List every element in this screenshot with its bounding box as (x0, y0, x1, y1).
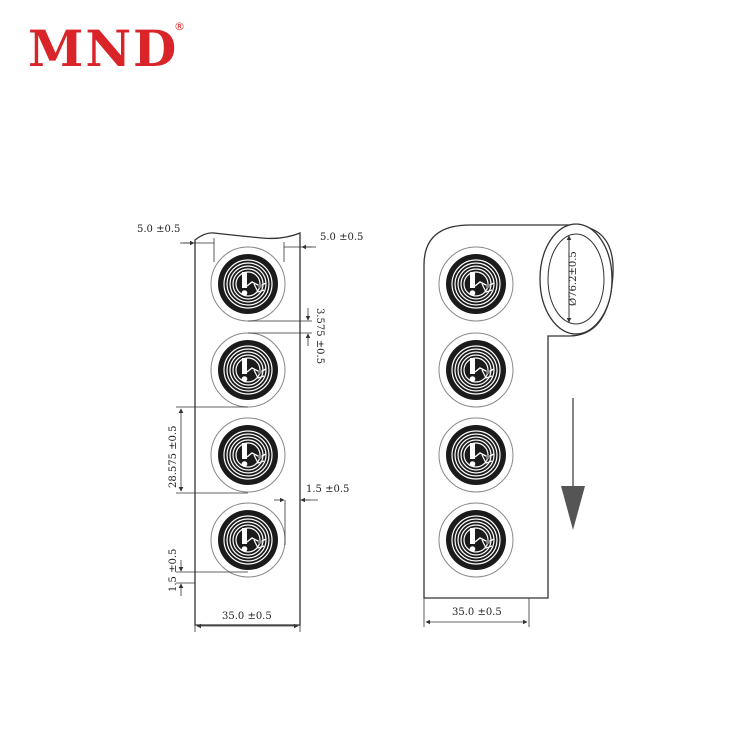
left-edge-dim-label: 5.0 ±0.5 (137, 224, 180, 235)
gap-dimension: 3.575 ±0.5 (248, 308, 325, 364)
feed-direction-arrow-icon (561, 398, 585, 530)
rfid-tag (210, 502, 286, 578)
gap-dim-label: 3.575 ±0.5 (314, 308, 325, 364)
left-tag-strip (194, 232, 301, 626)
right-edge-dim-label: 5.0 ±0.5 (320, 232, 363, 243)
pitch-dimension: 28.575 ±0.5 (168, 406, 248, 494)
rfid-tag (210, 417, 286, 493)
left-width-dimension: 35.0 ±0.5 (194, 611, 301, 632)
right-edge-dimension: 5.0 ±0.5 (283, 232, 363, 262)
side-offset-dimension: 1.5 ±0.5 (274, 484, 349, 545)
pitch-dim-label: 28.575 ±0.5 (168, 426, 179, 488)
rfid-tag (438, 246, 514, 322)
left-edge-dimension: 5.0 ±0.5 (137, 224, 215, 262)
side-offset-dim-label: 1.5 ±0.5 (306, 484, 349, 495)
right-width-dimension: 35.0 ±0.5 (423, 598, 530, 627)
registered-trademark-icon: ® (174, 20, 185, 33)
left-strip-outline (194, 232, 301, 626)
rfid-tag (438, 332, 514, 408)
left-width-dim-label: 35.0 ±0.5 (222, 611, 272, 622)
roll-core (539, 223, 613, 335)
rfid-tag (210, 332, 286, 408)
bottom-offset-dim-label: 1.5 ±0.5 (168, 549, 179, 592)
brand-logo: MND ® (28, 18, 188, 80)
roll-diameter-label: Ø76.2±0.5 (568, 251, 579, 306)
right-tag-roll: Ø76.2±0.5 (423, 223, 614, 599)
rfid-tag (438, 417, 514, 493)
brand-logo-text: MND (28, 19, 179, 78)
rfid-tag (210, 246, 286, 322)
right-width-dim-label: 35.0 ±0.5 (452, 607, 502, 618)
rfid-tag (438, 502, 514, 578)
bottom-offset-dimension: 1.5 ±0.5 (168, 549, 248, 596)
